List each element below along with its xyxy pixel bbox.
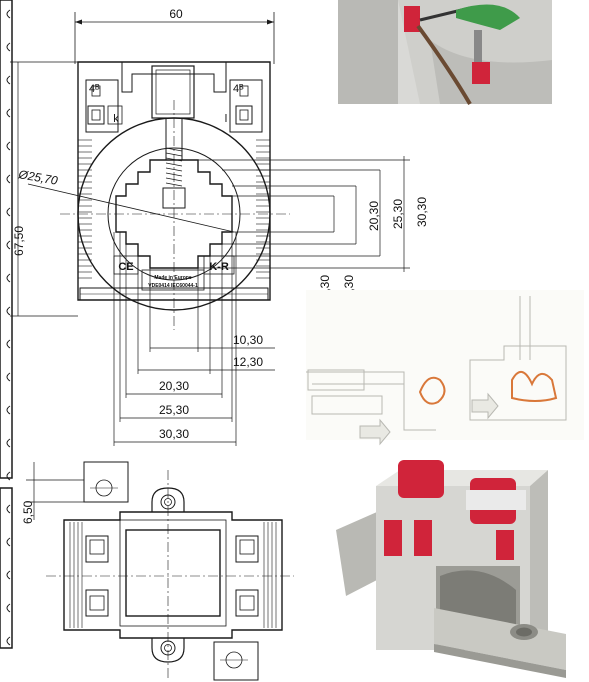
terminal-k-top-label: 4ᴮ	[89, 83, 100, 95]
strip-mark	[6, 141, 11, 151]
strip-mark	[6, 339, 11, 349]
right-dimension-labels: 20,30 25,30 30,30 10,30 12,30	[318, 197, 429, 305]
right-dim-20-30: 20,30	[367, 201, 381, 231]
right-dim-30-30: 30,30	[415, 197, 429, 227]
spring-coil	[165, 182, 183, 187]
strip-mark	[6, 9, 11, 19]
width-dim-label: 60	[169, 7, 183, 21]
strip-mark	[6, 636, 11, 646]
strip-mark	[6, 108, 11, 118]
right-dim-25-30: 25,30	[391, 199, 405, 229]
height-dim-label: 67,50	[12, 226, 26, 256]
centre-lines	[60, 100, 290, 330]
terminal-k-label: k	[113, 113, 119, 125]
strip-mark	[6, 42, 11, 52]
diameter-label: Ø25,70	[16, 167, 59, 188]
sketch-wire-insertion	[306, 290, 584, 446]
photo-terminal-screwdriver	[338, 0, 552, 106]
made-in-label: Made in Europe	[154, 275, 191, 281]
offset-dimension: 6,50	[21, 462, 84, 524]
bottom-dimensions	[113, 232, 275, 446]
terminal-l-top-label: 4ᴮ	[233, 83, 244, 95]
bottom-dim-30-30: 30,30	[159, 427, 189, 441]
spring-coil	[165, 167, 183, 172]
brand-mark: K-R	[209, 261, 229, 273]
strip-mark	[6, 405, 11, 415]
bottom-dim-25-30: 25,30	[159, 403, 189, 417]
right-dimensions	[198, 156, 410, 272]
strip-mark	[6, 504, 11, 514]
left-edge-strip	[0, 0, 13, 649]
bottom-dimension-labels: 10,30 12,30 20,30 25,30 30,30	[159, 333, 263, 441]
strip-mark	[6, 174, 11, 184]
left-strip-marks	[6, 9, 11, 646]
terminal-l-label: l	[225, 113, 227, 125]
strip-mark	[6, 537, 11, 547]
strip-mark	[6, 273, 11, 283]
bottom-dim-20-30: 20,30	[159, 379, 189, 393]
strip-mark	[6, 570, 11, 580]
strip-mark	[6, 240, 11, 250]
strip-mark	[6, 306, 11, 316]
width-dimension: 60	[74, 7, 275, 64]
strip-mark	[6, 372, 11, 382]
diameter-dimension: Ø25,70	[16, 167, 235, 233]
bottom-view-centre-lines	[46, 470, 294, 678]
height-dimension: 67,50	[10, 61, 78, 317]
strip-mark	[6, 207, 11, 217]
strip-mark	[6, 471, 11, 481]
standard-label: VDE0414 IEC60044-1	[148, 283, 198, 289]
strip-mark	[6, 438, 11, 448]
bottom-dim-10-30: 10,30	[233, 333, 263, 347]
strip-mark	[6, 603, 11, 613]
bottom-view	[63, 461, 283, 681]
strip-mark	[6, 75, 11, 85]
bottom-dim-12-30: 12,30	[233, 355, 263, 369]
photo-current-transformer	[336, 460, 566, 678]
offset-dim-label: 6,50	[21, 500, 35, 524]
spring-coil	[165, 162, 183, 167]
